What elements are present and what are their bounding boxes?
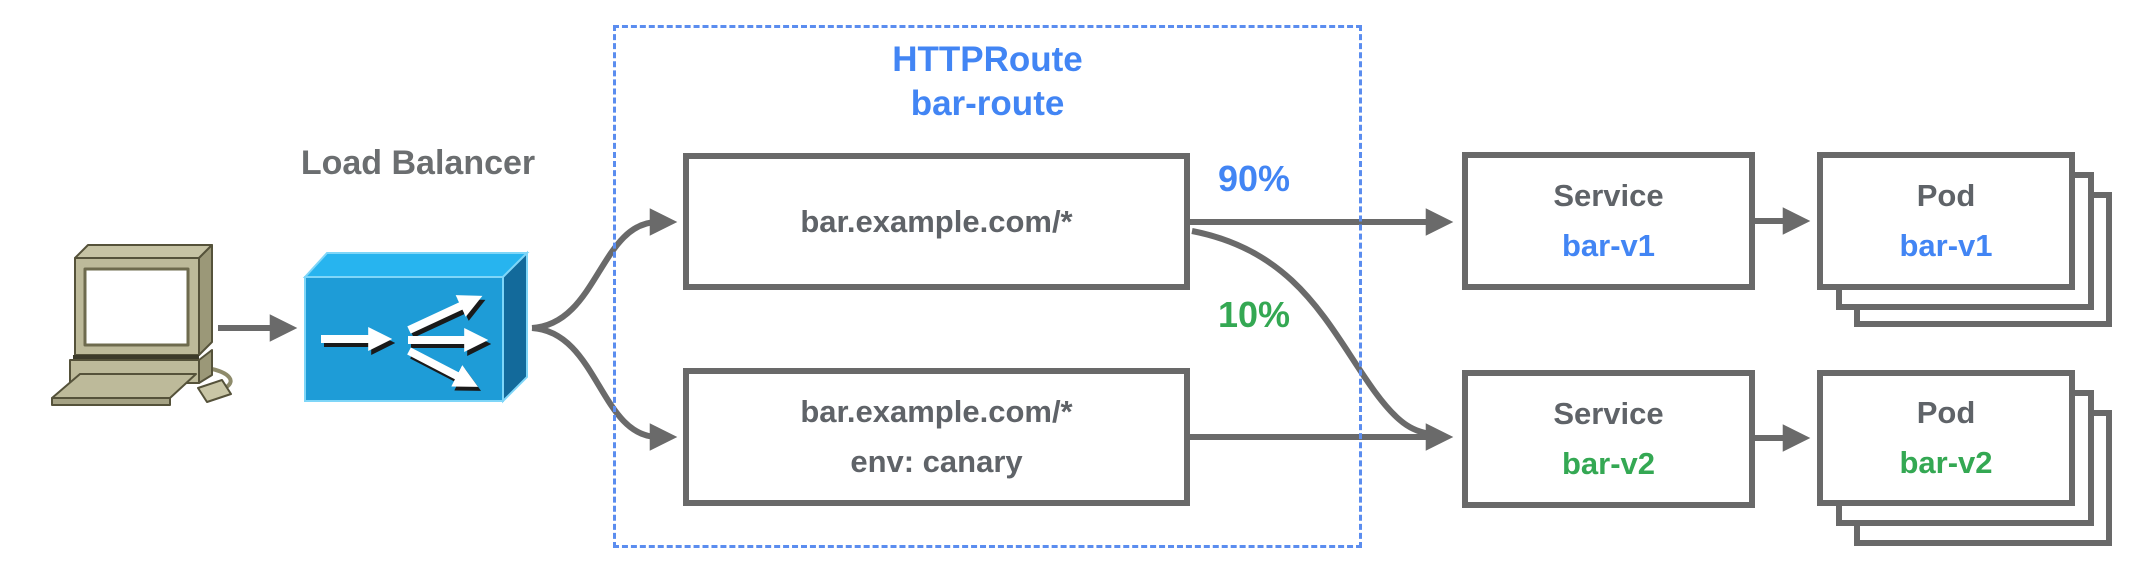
service-2-name: bar-v2 xyxy=(1561,446,1656,481)
arrow-lb-to-route2 xyxy=(531,325,678,451)
arrow-lb-to-route1 xyxy=(531,208,678,331)
httproute-kind: HTTPRoute xyxy=(892,40,1083,79)
route-rule-2-header-match: env: canary xyxy=(850,444,1023,479)
service-1-type: Service xyxy=(1553,178,1664,213)
arrow-route1-to-service2-10pct xyxy=(1191,228,1437,438)
route-rule-2: bar.example.com/* env: canary xyxy=(683,368,1190,506)
pod-1-name: bar-v1 xyxy=(1899,228,1993,263)
weight-label-90: 90% xyxy=(1217,158,1291,199)
load-balancer-label: Load Balancer xyxy=(300,144,536,182)
service-bar-v1: Service bar-v1 xyxy=(1462,152,1755,290)
pod-2-type: Pod xyxy=(1916,395,1976,430)
service-bar-v2: Service bar-v2 xyxy=(1462,370,1755,508)
service-2-type: Service xyxy=(1553,396,1664,431)
httproute-title: HTTPRoute bar-route xyxy=(616,38,1359,126)
desktop-computer-icon xyxy=(51,244,233,406)
httproute-group: HTTPRoute bar-route xyxy=(613,25,1362,548)
weight-label-10: 10% xyxy=(1217,294,1291,335)
pod-bar-v1: Pod bar-v1 xyxy=(1817,152,2075,290)
pod-1-type: Pod xyxy=(1916,178,1976,213)
pod-2-name: bar-v2 xyxy=(1899,445,1993,480)
route-rule-1: bar.example.com/* xyxy=(683,153,1190,290)
httproute-name: bar-route xyxy=(910,84,1065,123)
load-balancer-icon xyxy=(302,250,530,404)
route-rule-2-match: bar.example.com/* xyxy=(800,394,1073,429)
service-1-name: bar-v1 xyxy=(1561,228,1656,263)
route-rule-1-match: bar.example.com/* xyxy=(800,203,1073,239)
pod-bar-v2: Pod bar-v2 xyxy=(1817,370,2075,506)
